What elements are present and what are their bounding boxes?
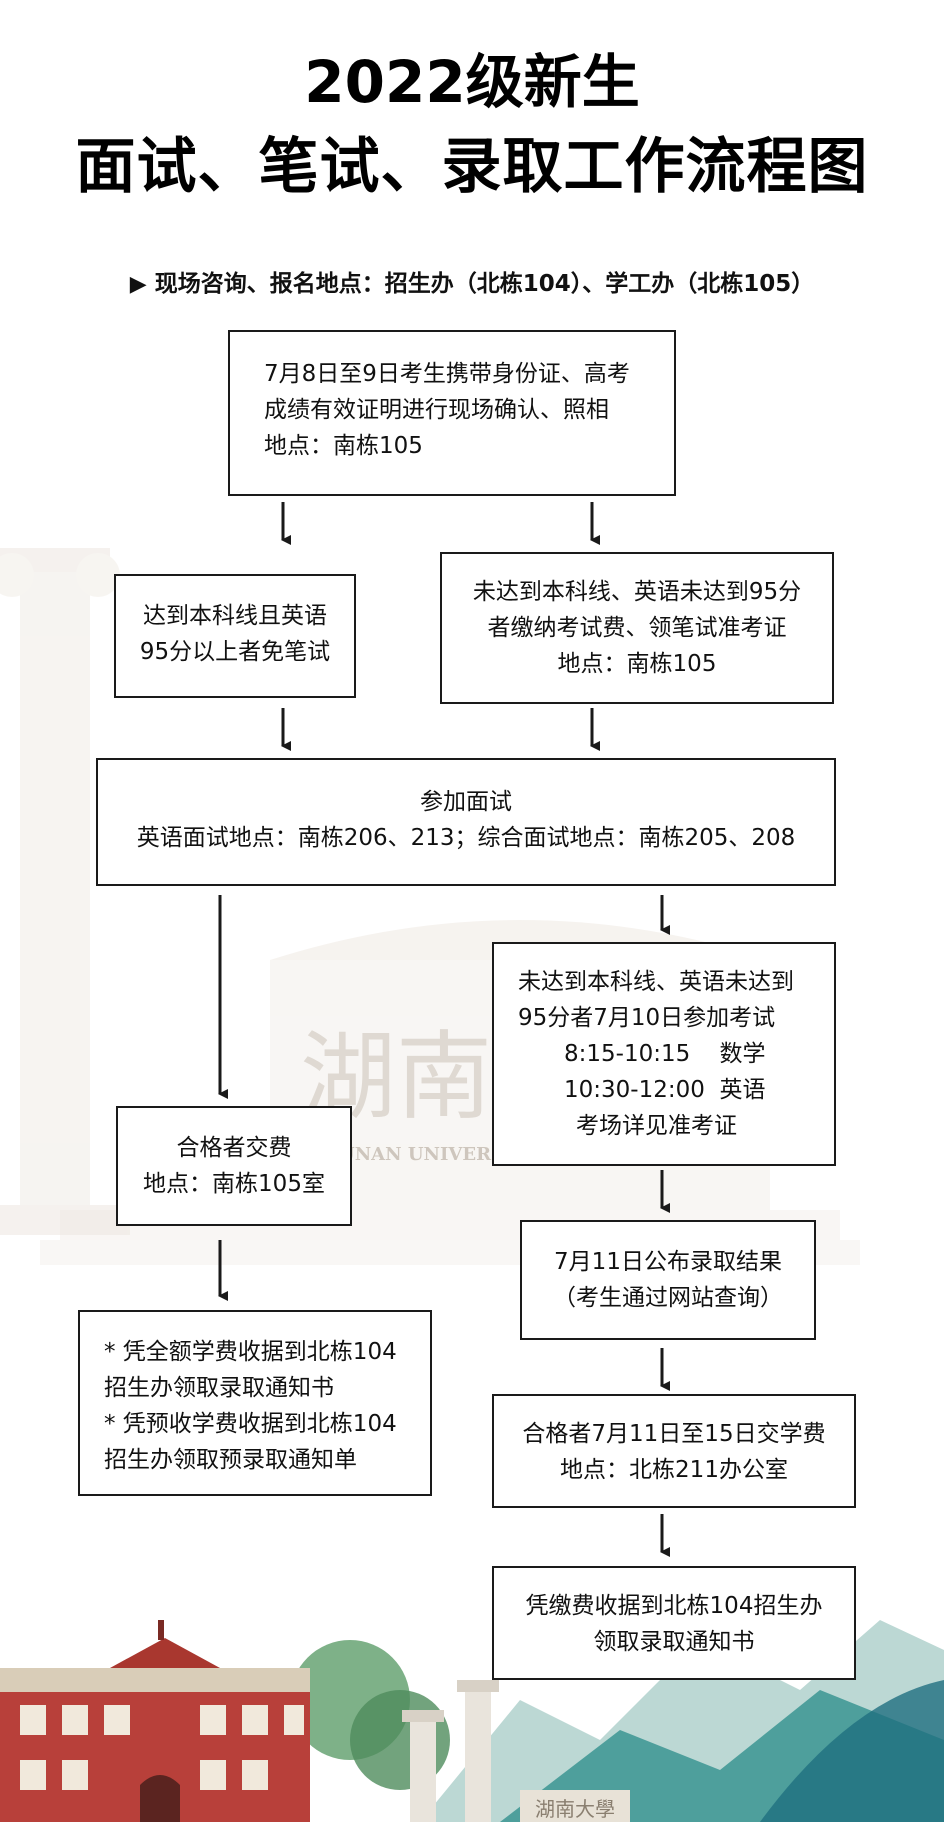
step-text: 地点：南栋105 [264,433,423,459]
consult-location-text: 现场咨询、报名地点：招生办（北栋104）、学工办（北栋105） [154,271,815,297]
step-text: 95分以上者免笔试 [139,639,331,665]
step-text: * 凭全额学费收据到北栋104 [104,1339,397,1365]
step-text: 7月8日至9日考生携带身份证、高考 [264,361,630,387]
step-text: 未达到本科线、英语未达到 [518,969,794,995]
step-text: 领取录取通知书 [593,1629,755,1655]
step-text: 招生办领取录取通知书 [104,1375,334,1401]
university-english-watermark: HUNAN UNIVERSITY [322,1144,540,1165]
step-text: 7月11日公布录取结果 [554,1249,782,1275]
step-text: 成绩有效证明进行现场确认、照相 [264,397,609,423]
step-text: 参加面试 [420,789,512,815]
step-text: 招生办领取预录取通知单 [104,1447,357,1473]
step-text: 英语面试地点：南栋206、213；综合面试地点：南栋205、208 [136,825,796,851]
plaque-text: 湖南大學 [535,1797,615,1821]
step-text: 地点：南栋105 [557,651,717,677]
step-exempt-written-exam: 达到本科线且英语 95分以上者免笔试 [114,574,356,698]
step-text: 合格者交费 [176,1135,292,1161]
plaque-illustration [520,1790,630,1822]
column-watermark [0,548,130,1235]
step-written-exam: 未达到本科线、英语未达到 95分者7月10日参加考试 8:15-10:15 数学… [492,942,836,1166]
consult-location-note: ▶ 现场咨询、报名地点：招生办（北栋104）、学工办（北栋105） [0,264,944,298]
step-collect-admission-notice: * 凭全额学费收据到北栋104 招生办领取录取通知书 * 凭预收学费收据到北栋1… [78,1310,432,1496]
step-pay-exam-fee: 未达到本科线、英语未达到95分 者缴纳考试费、领笔试准考证 地点：南栋105 [440,552,834,704]
step-results-announcement: 7月11日公布录取结果 （考生通过网站查询） [520,1220,816,1340]
step-text: 凭缴费收据到北栋104招生办 [525,1593,823,1619]
step-attend-interview: 参加面试 英语面试地点：南栋206、213；综合面试地点：南栋205、208 [96,758,836,886]
step-text: 地点：北栋211办公室 [560,1457,788,1483]
step-text: 8:15-10:15 数学 [564,1041,766,1067]
step-text: 95分者7月10日参加考试 [518,1005,776,1031]
step-qualified-payment: 合格者交费 地点：南栋105室 [116,1106,352,1226]
step-text: 合格者7月11日至15日交学费 [522,1421,826,1447]
step-final-notice: 凭缴费收据到北栋104招生办 领取录取通知书 [492,1566,856,1680]
columns-illustration [402,1680,499,1822]
step-onsite-confirmation: 7月8日至9日考生携带身份证、高考 成绩有效证明进行现场确认、照相 地点：南栋1… [228,330,676,496]
step-pay-tuition: 合格者7月11日至15日交学费 地点：北栋211办公室 [492,1394,856,1508]
step-text: 者缴纳考试费、领笔试准考证 [487,615,787,641]
step-text: 10:30-12:00 英语 [564,1077,766,1103]
page-title-line-2: 面试、笔试、录取工作流程图 [75,132,869,202]
triangle-right-icon: ▶ [129,272,147,297]
step-text: * 凭预收学费收据到北栋104 [104,1411,397,1437]
step-text: 地点：南栋105室 [143,1171,325,1197]
step-text: （考生通过网站查询） [553,1285,783,1311]
step-text: 未达到本科线、英语未达到95分 [472,579,802,605]
step-text: 考场详见准考证 [576,1113,737,1139]
mountain-illustration [420,1620,944,1822]
library-building-illustration [0,1620,310,1822]
step-text: 达到本科线且英语 [143,603,327,629]
page-title-line-1: 2022级新生 [304,48,640,116]
